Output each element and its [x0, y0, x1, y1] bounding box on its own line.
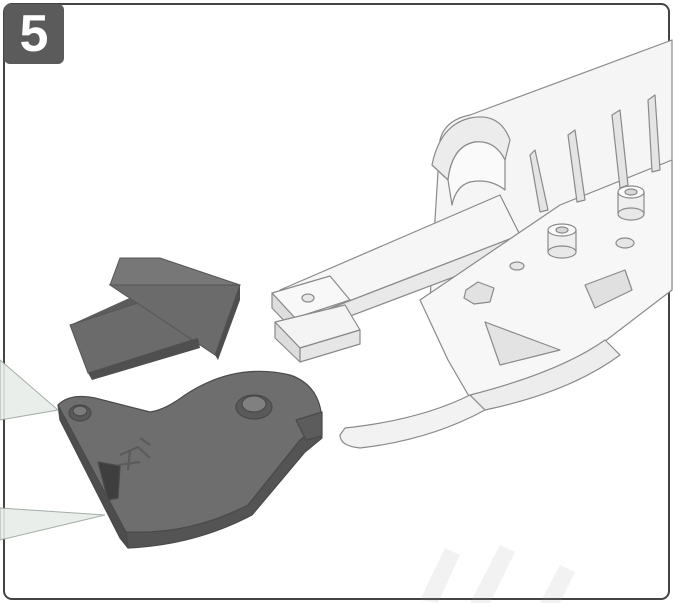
mounting-boss-1	[548, 224, 576, 258]
plate-hole-left	[69, 405, 91, 421]
step-number-badge: 5	[4, 4, 64, 64]
jaw-hole	[302, 294, 314, 302]
plate-hole-right	[236, 395, 272, 419]
mounting-boss-2	[618, 186, 644, 220]
